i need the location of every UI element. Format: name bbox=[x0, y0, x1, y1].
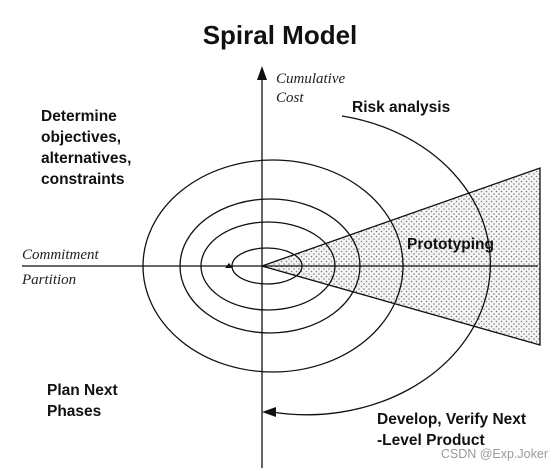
quadrant-bottom-left-line-2: Phases bbox=[47, 403, 102, 420]
quadrant-top-left-line-1: Determine bbox=[41, 108, 117, 125]
quadrant-label-top-left: Determine objectives, alternatives, cons… bbox=[41, 106, 131, 190]
diagram-title: Spiral Model bbox=[202, 20, 358, 50]
quadrant-top-left-line-3: alternatives, bbox=[41, 150, 132, 167]
prototyping-wedge bbox=[259, 167, 541, 346]
quadrant-top-left-line-2: objectives, bbox=[41, 129, 122, 146]
spiral-loop-4 bbox=[142, 159, 404, 373]
y-axis-label-line-2: Cost bbox=[276, 90, 304, 106]
quadrant-bottom-left-line-1: Plan Next bbox=[47, 382, 118, 399]
x-axis-label-bottom: Partition bbox=[22, 272, 77, 288]
quadrant-label-top-right: Risk analysis bbox=[352, 99, 451, 116]
quadrant-label-bottom-right: Develop, Verify Next -Level Product bbox=[377, 409, 526, 451]
quadrant-label-bottom-left: Plan Next Phases bbox=[47, 380, 118, 422]
prototyping-label: Prototyping bbox=[407, 236, 494, 253]
quadrant-bottom-right-line-1: Develop, Verify Next bbox=[377, 411, 527, 428]
spiral-loop-3 bbox=[179, 198, 361, 334]
y-axis-label: Cumulative Cost bbox=[276, 70, 345, 108]
quadrant-top-left-line-4: constraints bbox=[41, 171, 125, 188]
spiral-start-marker-icon bbox=[225, 263, 233, 268]
y-axis-label-line-1: Cumulative bbox=[276, 71, 346, 87]
spiral-loop-2 bbox=[200, 221, 336, 311]
x-axis-label-top: Commitment bbox=[22, 247, 99, 263]
watermark: CSDN @Exp.Joker bbox=[440, 447, 548, 461]
outer-spiral-arrow-icon bbox=[262, 407, 276, 417]
vertical-axis-arrow-icon bbox=[257, 66, 267, 80]
spiral-loop-1 bbox=[231, 247, 303, 285]
quadrant-bottom-right-line-2: -Level Product bbox=[377, 432, 485, 449]
outer-spiral-arc bbox=[271, 115, 492, 416]
